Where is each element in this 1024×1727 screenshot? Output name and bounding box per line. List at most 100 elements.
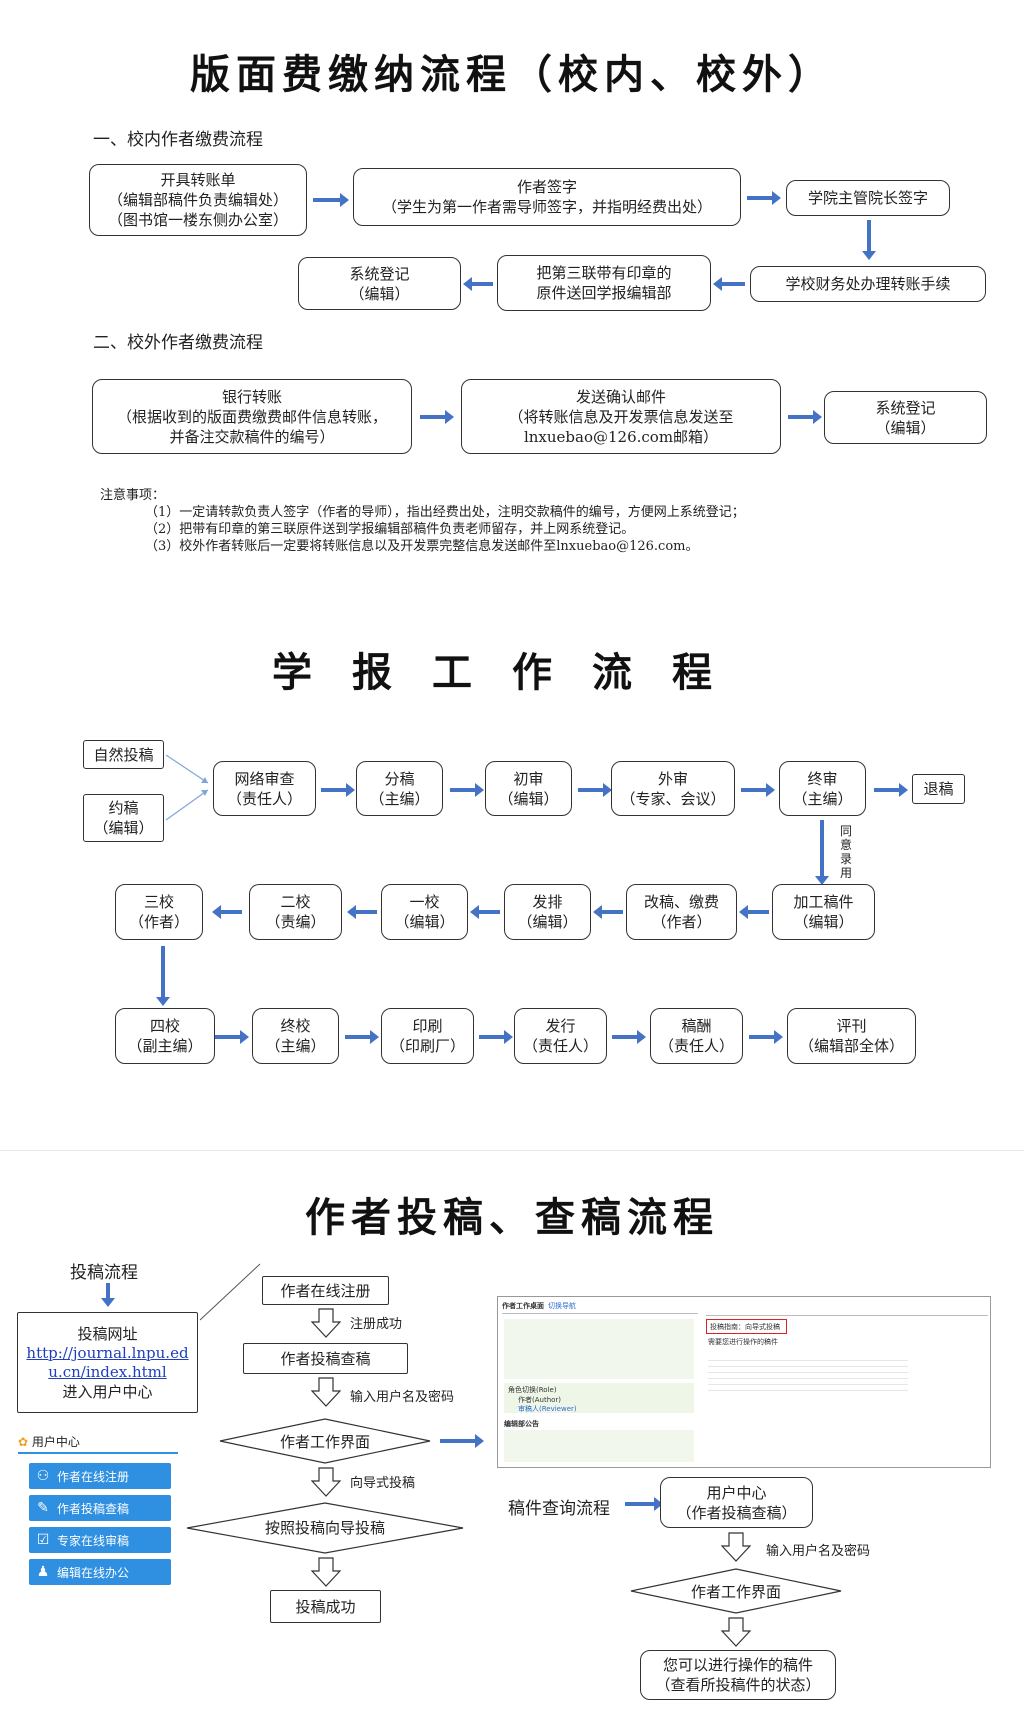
internal-step-transfer-slip: 开具转账单 （编辑部稿件负责编辑处） （图书馆一楼东侧办公室）	[89, 164, 307, 236]
step-line: 初审	[513, 769, 544, 788]
btn-label: 作者在线注册	[57, 1469, 130, 1484]
step-final-proof: 终校 （主编）	[252, 1008, 339, 1064]
arrow	[345, 1030, 379, 1044]
btn-author-register[interactable]: ⚇作者在线注册	[29, 1463, 171, 1489]
step-reject: 退稿	[912, 774, 965, 804]
arrow-down	[815, 820, 829, 885]
step-line: （副主编）	[127, 1037, 203, 1055]
step-line: （查看所投稿件的状态）	[655, 1676, 821, 1694]
step-line: 外审	[657, 769, 688, 788]
user-center-rule	[18, 1452, 178, 1454]
step-first-proof: 一校 （编辑）	[381, 884, 468, 940]
step-line: （编辑部全体）	[798, 1037, 904, 1055]
arrow	[479, 1030, 513, 1044]
hollow-arrow	[721, 1617, 751, 1647]
author-desk-screenshot: 作者工作桌面 切换导航 角色切换(Role) 作者(Author) 审稿人(Re…	[497, 1296, 991, 1468]
site-enter: 进入用户中心	[62, 1382, 153, 1401]
shot-pending: 需要您进行操作的稿件	[708, 1338, 778, 1346]
step-line: 四校	[149, 1017, 180, 1035]
btn-editor-office[interactable]: ♟编辑在线办公	[29, 1559, 171, 1585]
step-line: 改稿、缴费	[643, 893, 719, 911]
desk-label: 作者工作界面	[279, 1433, 370, 1451]
step-line: 约稿	[108, 799, 139, 817]
decision-wizard	[186, 1502, 464, 1554]
step-line: （主编）	[265, 1037, 326, 1055]
notes-title: 注意事项：	[100, 488, 166, 503]
step-line: 用户中心	[706, 1483, 767, 1502]
btn-author-submit[interactable]: ✎作者投稿查稿	[29, 1495, 171, 1521]
flower-icon: ✿	[18, 1435, 29, 1449]
step-line: 二校	[280, 893, 311, 911]
step-line: 您可以进行操作的稿件	[662, 1656, 813, 1674]
step-line: 终审	[807, 769, 838, 788]
step-line: （责任人）	[226, 789, 302, 808]
step-line: 加工稿件	[793, 893, 854, 911]
user-icon: ♟	[36, 1564, 50, 1580]
arrow-left	[593, 905, 623, 919]
step-evaluate: 评刊 （编辑部全体）	[787, 1008, 916, 1064]
hollow-arrow	[311, 1377, 341, 1407]
arrow-down	[862, 220, 876, 260]
arrow	[625, 1497, 663, 1511]
shot-notice: 编辑部公告	[504, 1420, 539, 1428]
query-flow-label: 稿件查询流程	[508, 1499, 610, 1519]
query-enter-pwd: 输入用户名及密码	[766, 1544, 871, 1559]
step-line: （印刷厂）	[389, 1037, 465, 1055]
step-line: （编辑）	[498, 789, 559, 808]
step-distribute: 发行 （责任人）	[514, 1008, 607, 1064]
shot-role-box: 角色切换(Role) 作者(Author) 审稿人(Reviewer)	[504, 1383, 694, 1413]
step-line: （将转账信息及开发票信息发送至	[508, 407, 734, 426]
step-line: （编辑）	[93, 819, 154, 837]
arrow	[321, 783, 355, 797]
external-step-register: 系统登记 （编辑）	[824, 391, 987, 444]
step-line: 发行	[545, 1017, 576, 1035]
shot-rule	[706, 1315, 988, 1316]
shot-wizard-link[interactable]: 投稿指南：向导式投稿	[710, 1323, 780, 1331]
shot-profile	[504, 1319, 694, 1379]
arrow	[741, 783, 775, 797]
site-box: 投稿网址 http://journal.lnpu.edu.cn/index.ht…	[17, 1312, 198, 1413]
internal-step-finance: 学校财务处办理转账手续	[750, 266, 986, 302]
step-external-review: 外审 （专家、会议）	[611, 761, 735, 816]
step-line: 分稿	[384, 769, 415, 788]
external-step-email: 发送确认邮件 （将转账信息及开发票信息发送至 lnxuebao@126.com邮…	[461, 379, 781, 454]
step-final-review: 终审 （主编）	[779, 761, 866, 816]
step-line: 开具转账单	[160, 171, 236, 189]
arrow	[874, 783, 908, 797]
query-result: 您可以进行操作的稿件 （查看所投稿件的状态）	[640, 1650, 836, 1700]
step-line: 投稿成功	[295, 1597, 356, 1616]
step-line: 原件送回学报编辑部	[536, 284, 672, 302]
step-success: 投稿成功	[270, 1590, 381, 1623]
divider	[0, 1150, 1024, 1151]
internal-step-register: 系统登记 （编辑）	[298, 257, 461, 310]
fee-title: 版面费缴纳流程（校内、校外）	[190, 51, 834, 98]
step-line: （作者）	[651, 913, 712, 931]
check-icon: ☑	[36, 1532, 50, 1548]
site-url-link[interactable]: http://journal.lnpu.edu.cn/index.html	[26, 1343, 189, 1381]
step-line: （编辑）	[394, 913, 455, 931]
step-line: 银行转账	[221, 387, 282, 406]
arrow	[749, 1030, 783, 1044]
step-line: （责任人）	[658, 1037, 734, 1055]
submit-flow-label: 投稿流程	[70, 1263, 138, 1283]
step-line: （学生为第一作者需导师签字，并指明经费出处）	[381, 198, 712, 216]
external-step-bank: 银行转账 （根据收到的版面费缴费邮件信息转账， 并备注交款稿件的编号）	[92, 379, 412, 454]
step-line: （根据收到的版面费缴费邮件信息转账，	[116, 407, 387, 426]
internal-heading: 一、校内作者缴费流程	[93, 130, 263, 150]
step-fourth-proof: 四校 （副主编）	[115, 1008, 215, 1064]
edit-icon: ✎	[37, 1500, 49, 1516]
btn-expert-review[interactable]: ☑专家在线审稿	[29, 1527, 171, 1553]
hollow-arrow	[311, 1467, 341, 1497]
source-natural: 自然投稿	[83, 740, 164, 769]
agree-label: 同意录用	[839, 824, 852, 880]
arrow	[612, 1030, 646, 1044]
source-connector	[165, 754, 209, 821]
query-desk-label: 作者工作界面	[690, 1583, 781, 1601]
hollow-arrow	[721, 1532, 751, 1562]
arrow	[450, 783, 484, 797]
step-line: 三校	[143, 893, 174, 911]
step-line: 作者签字	[516, 178, 577, 196]
shot-notice-body	[504, 1430, 694, 1462]
step-line: 评刊	[836, 1017, 867, 1035]
source-invited: 约稿 （编辑）	[83, 794, 164, 842]
